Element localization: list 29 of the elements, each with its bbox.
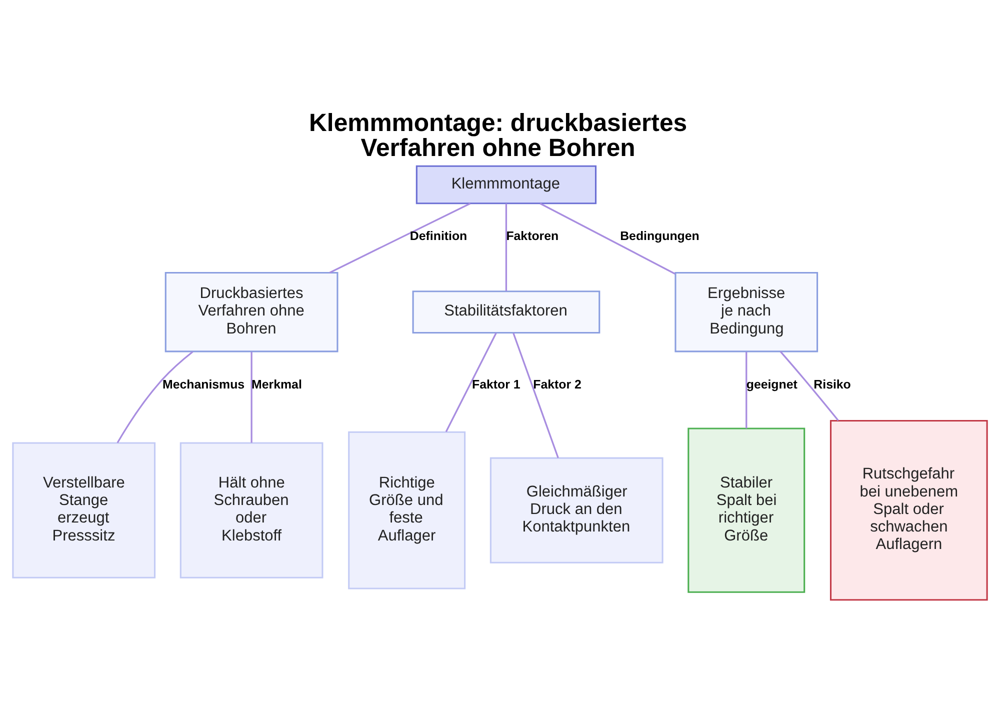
connector bbox=[505, 202, 508, 290]
node-box: Ergebnisse je nach Bedingung bbox=[674, 271, 818, 352]
node-box: Hält ohne Schrauben oder Klebstoff bbox=[180, 442, 324, 578]
edge-label: Faktor 2 bbox=[533, 376, 582, 391]
connector bbox=[512, 332, 559, 458]
node-box: Klemmmontage bbox=[416, 164, 597, 204]
node-box: Verstellbare Stange erzeugt Presssitz bbox=[12, 442, 156, 578]
connector bbox=[746, 351, 748, 428]
connector bbox=[445, 332, 497, 432]
edge-label: Definition bbox=[410, 228, 468, 243]
node-box: Rutschgefahr bei unebenem Spalt oder schwachen Auflagern bbox=[830, 420, 988, 600]
node-box: Stabiler Spalt bei richtiger Größe bbox=[688, 427, 806, 592]
edge-label: Risiko bbox=[814, 376, 851, 391]
edge-label: Mechanismus bbox=[162, 376, 245, 391]
connector bbox=[540, 202, 676, 274]
node-box: Gleichmäßiger Druck an den Kontaktpunkten bbox=[490, 456, 664, 563]
connector bbox=[250, 351, 252, 442]
node-box: Stabilitätsfaktoren bbox=[412, 290, 600, 334]
edge-label: Faktoren bbox=[506, 228, 559, 243]
edge-label: Bedingungen bbox=[620, 228, 700, 243]
edge-label: Merkmal bbox=[252, 376, 302, 391]
node-box: Druckbasiertes Verfahren ohne Bohren bbox=[164, 271, 338, 352]
connector bbox=[116, 350, 194, 443]
diagram-title: Klemmmontage: druckbasiertes Verfahren ohne Bohren bbox=[309, 110, 688, 162]
connector bbox=[780, 350, 839, 420]
edge-label: Faktor 1 bbox=[472, 376, 520, 391]
node-box: Richtige Größe und feste Auflager bbox=[348, 430, 466, 589]
edge-label: geeignet bbox=[746, 376, 798, 391]
connector bbox=[329, 202, 471, 273]
